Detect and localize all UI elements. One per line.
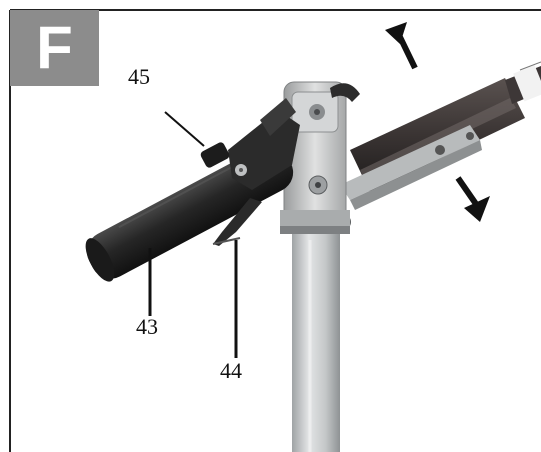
- section-letter-badge: F: [10, 10, 99, 86]
- callout-43: 43: [136, 314, 158, 339]
- callout-45: 45: [128, 64, 150, 89]
- switch-housing: [200, 98, 300, 190]
- leader-45: [164, 111, 205, 147]
- upper-shaft: [340, 61, 541, 210]
- vertical-pole: [290, 210, 342, 452]
- trigger-lever: [212, 198, 262, 246]
- arrow-up-left-icon: [385, 22, 418, 70]
- callout-44: 44: [220, 358, 242, 383]
- clamp-head: [280, 81, 360, 234]
- arrow-down-right-icon: [455, 176, 490, 222]
